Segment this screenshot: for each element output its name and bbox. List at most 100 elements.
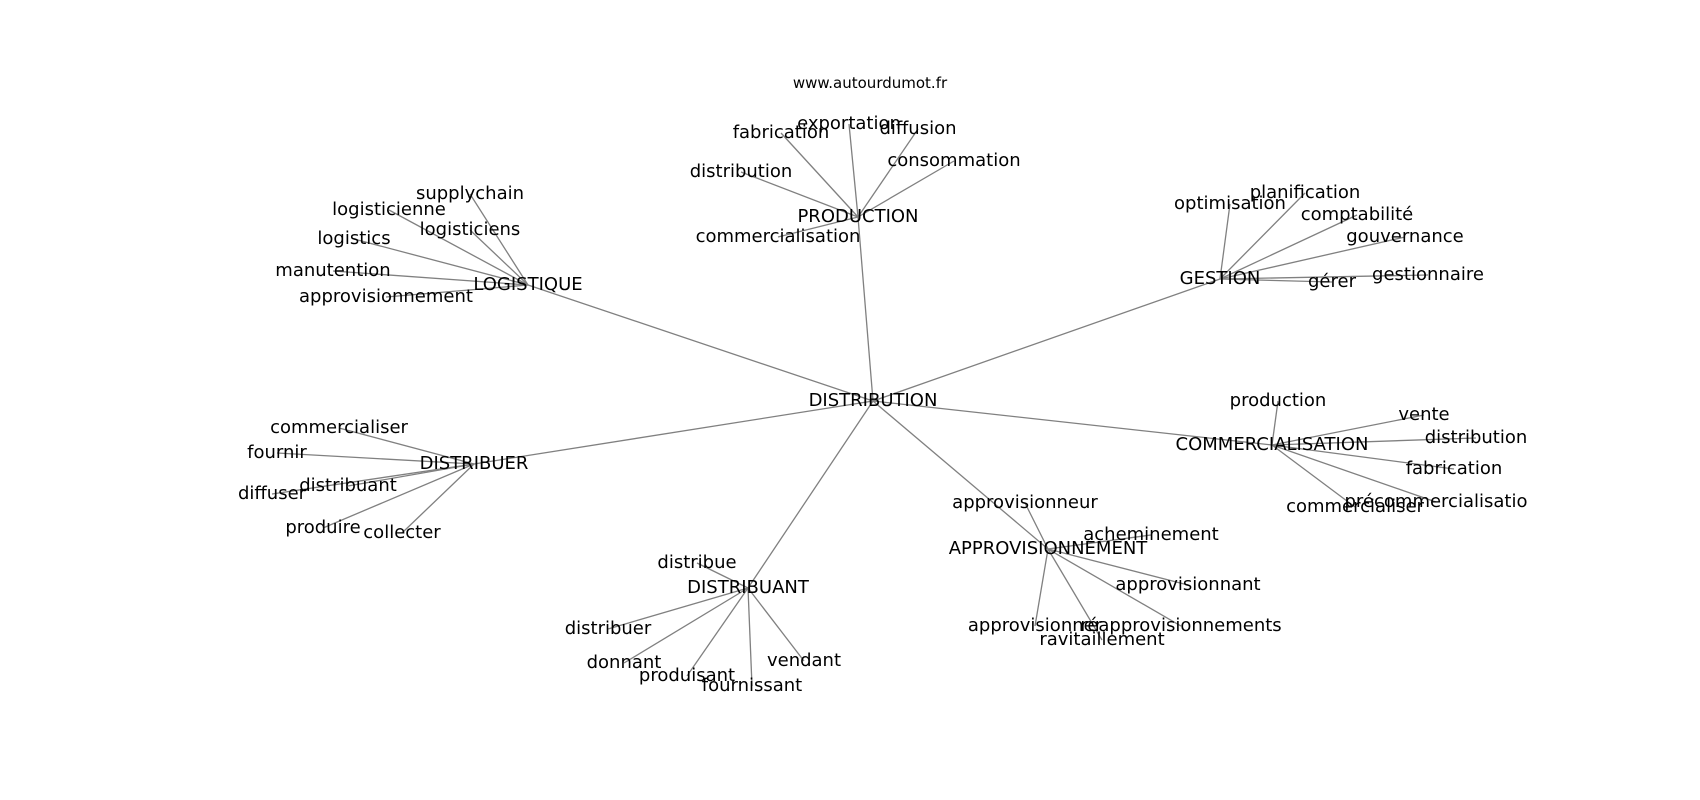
node-leaf: commercialiser bbox=[1286, 496, 1424, 517]
edge-hub-to-leaf bbox=[1271, 444, 1455, 470]
node-leaf: logisticienne bbox=[332, 199, 446, 220]
node-leaf: approvisionnant bbox=[1115, 574, 1260, 595]
edge-center-to-hub bbox=[872, 278, 1221, 402]
edge-hub-to-leaf bbox=[1219, 278, 1333, 283]
node-leaf: distribue bbox=[657, 552, 736, 573]
node-leaf: vente bbox=[1398, 404, 1449, 425]
node-leaf: fournissant bbox=[702, 675, 803, 696]
edge-hub-to-leaf bbox=[1024, 502, 1049, 550]
edge-hub-to-leaf bbox=[848, 123, 859, 218]
edge-center-to-hub bbox=[527, 284, 874, 402]
edge-center-to-hub bbox=[872, 400, 1273, 446]
node-leaf: diffusion bbox=[879, 118, 956, 139]
edge-hub-to-leaf bbox=[747, 587, 753, 687]
edge-hub-to-leaf bbox=[857, 160, 955, 218]
edge-hub-to-leaf bbox=[1047, 548, 1103, 641]
node-leaf: collecter bbox=[363, 522, 441, 543]
node-leaf: réapprovisionnements bbox=[1080, 615, 1281, 636]
node-leaf: gérer bbox=[1308, 271, 1357, 292]
edge-hub-to-leaf bbox=[857, 128, 919, 218]
edge-hub-to-leaf bbox=[747, 587, 805, 662]
node-leaf: ravitaillement bbox=[1039, 629, 1164, 650]
edge-hub-to-leaf bbox=[1271, 400, 1279, 446]
node-hub: GESTION bbox=[1180, 268, 1261, 289]
node-leaf: précommercialisatio bbox=[1345, 491, 1528, 512]
edge-hub-to-leaf bbox=[1034, 548, 1049, 627]
node-leaf: commercialisation bbox=[696, 226, 861, 247]
node-leaf: approvisionnement bbox=[299, 286, 473, 307]
node-leaf: comptabilité bbox=[1301, 204, 1414, 225]
labels: PRODUCTIONfabricationexportationdiffusio… bbox=[238, 113, 1528, 696]
node-leaf: distribution bbox=[1425, 427, 1528, 448]
node-leaf: logisticiens bbox=[420, 219, 521, 240]
edge-center-to-hub bbox=[857, 216, 874, 402]
node-leaf: diffuser bbox=[238, 483, 307, 504]
node-leaf: logistics bbox=[317, 228, 390, 249]
edge-hub-to-leaf bbox=[322, 463, 475, 529]
node-center: DISTRIBUTION bbox=[809, 390, 938, 411]
node-leaf: supplychain bbox=[416, 183, 524, 204]
edge-hub-to-leaf bbox=[401, 463, 475, 534]
edge-hub-to-leaf bbox=[469, 229, 529, 286]
node-leaf: planification bbox=[1250, 182, 1361, 203]
source-url: www.autourdumot.fr bbox=[793, 74, 948, 92]
edge-center-to-hub bbox=[473, 400, 874, 465]
node-leaf: consommation bbox=[887, 150, 1020, 171]
edge-hub-to-leaf bbox=[1271, 444, 1356, 508]
node-leaf: vendant bbox=[767, 650, 841, 671]
node-leaf: manutention bbox=[275, 260, 390, 281]
node-hub: DISTRIBUER bbox=[420, 453, 529, 474]
edge-hub-to-leaf bbox=[276, 452, 475, 465]
edge-hub-to-leaf bbox=[1219, 203, 1231, 280]
node-leaf: fournir bbox=[247, 442, 307, 463]
edge-hub-to-leaf bbox=[1219, 192, 1306, 280]
edge-hub-to-leaf bbox=[1271, 437, 1477, 446]
node-leaf: approvisionneur bbox=[952, 492, 1098, 513]
edge-hub-to-leaf bbox=[607, 587, 749, 630]
edge-hub-to-leaf bbox=[271, 463, 475, 495]
edge-hub-to-leaf bbox=[1047, 534, 1152, 550]
node-hub: DISTRIBUANT bbox=[687, 577, 810, 598]
edge-hub-to-leaf bbox=[623, 587, 749, 664]
node-leaf: distribution bbox=[690, 161, 793, 182]
node-leaf: distribuer bbox=[565, 618, 652, 639]
node-leaf: fabrication bbox=[733, 122, 830, 143]
node-hub: PRODUCTION bbox=[797, 206, 918, 227]
edge-hub-to-leaf bbox=[388, 209, 529, 286]
edge-hub-to-leaf bbox=[1271, 414, 1425, 446]
node-leaf: gestionnaire bbox=[1372, 264, 1484, 285]
node-hub: COMMERCIALISATION bbox=[1176, 434, 1369, 455]
edge-center-to-hub bbox=[872, 400, 1049, 550]
edge-hub-to-leaf bbox=[1271, 444, 1437, 503]
node-hub: APPROVISIONNEMENT bbox=[949, 538, 1149, 559]
edge-hub-to-leaf bbox=[1047, 548, 1182, 627]
node-leaf: donnant bbox=[587, 652, 662, 673]
edge-hub-to-leaf bbox=[338, 427, 475, 465]
node-leaf: fabrication bbox=[1406, 458, 1503, 479]
node-hub: LOGISTIQUE bbox=[473, 274, 582, 295]
node-leaf: production bbox=[1230, 390, 1327, 411]
edge-hub-to-leaf bbox=[780, 132, 859, 218]
node-leaf: approvisionner bbox=[968, 615, 1103, 636]
node-leaf: gouvernance bbox=[1346, 226, 1463, 247]
edge-hub-to-leaf bbox=[740, 171, 859, 218]
edge-hub-to-leaf bbox=[353, 238, 529, 286]
edge-hub-to-leaf bbox=[686, 587, 749, 677]
edge-center-to-hub bbox=[747, 400, 874, 589]
node-leaf: distribuant bbox=[299, 475, 397, 496]
node-leaf: optimisation bbox=[1174, 193, 1286, 214]
node-leaf: exportation bbox=[797, 113, 901, 134]
node-leaf: acheminement bbox=[1083, 524, 1219, 545]
edges bbox=[271, 123, 1477, 687]
edge-hub-to-leaf bbox=[385, 284, 529, 298]
edge-hub-to-leaf bbox=[1219, 236, 1406, 280]
edge-hub-to-leaf bbox=[469, 193, 529, 286]
edge-hub-to-leaf bbox=[777, 216, 859, 238]
node-leaf: produire bbox=[285, 517, 360, 538]
edge-hub-to-leaf bbox=[332, 270, 529, 286]
edge-hub-to-leaf bbox=[696, 562, 749, 589]
node-leaf: produisant bbox=[639, 665, 735, 686]
edge-hub-to-leaf bbox=[1219, 274, 1429, 280]
node-leaf: commercialiser bbox=[270, 417, 408, 438]
